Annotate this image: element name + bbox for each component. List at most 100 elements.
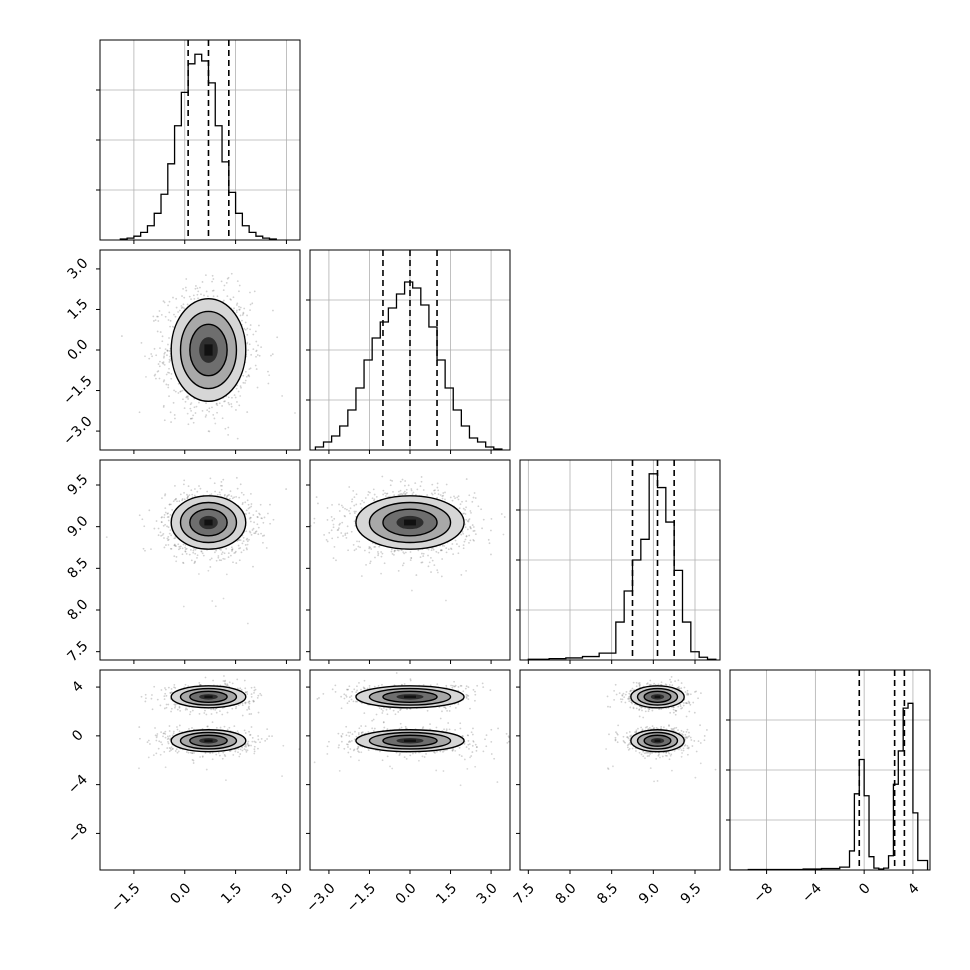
scatter-point <box>248 705 250 708</box>
y-tick-label: 8.5 <box>64 555 91 582</box>
scatter-point <box>672 706 675 709</box>
scatter-point <box>428 561 431 564</box>
scatter-point <box>672 706 675 708</box>
scatter-point <box>472 530 475 532</box>
scatter-point <box>253 745 256 748</box>
scatter-point <box>191 493 194 496</box>
scatter-point <box>177 382 180 385</box>
scatter-point <box>247 744 250 747</box>
scatter-point <box>625 732 628 734</box>
density-peak <box>204 344 213 356</box>
scatter-point <box>244 321 247 324</box>
scatter-point <box>271 735 273 738</box>
scatter-point <box>677 705 680 708</box>
scatter-point <box>342 506 344 509</box>
scatter-point <box>156 733 159 735</box>
scatter-point <box>220 553 223 556</box>
scatter-point <box>372 488 375 491</box>
scatter-point <box>220 481 223 483</box>
scatter-point <box>220 549 222 551</box>
scatter-point <box>215 403 218 405</box>
scatter-point <box>373 727 376 730</box>
scatter-point <box>215 711 218 714</box>
scatter-point <box>155 520 158 522</box>
scatter-point <box>352 749 355 752</box>
scatter-point <box>167 740 169 743</box>
scatter-point <box>248 700 251 703</box>
scatter-point <box>217 751 220 754</box>
scatter-point <box>252 699 255 702</box>
scatter-point <box>465 569 467 572</box>
scatter-point <box>678 732 681 734</box>
scatter-point <box>167 519 170 522</box>
scatter-point <box>471 744 474 747</box>
scatter-point <box>239 687 242 690</box>
scatter-point <box>672 708 675 711</box>
scatter-point <box>197 463 199 465</box>
scatter-point <box>239 539 242 542</box>
scatter-point <box>163 698 166 701</box>
scatter-point <box>160 741 162 744</box>
scatter-point <box>212 295 215 298</box>
scatter-point <box>430 549 433 552</box>
scatter-panel-0-1 <box>96 249 301 465</box>
scatter-point <box>358 540 361 543</box>
scatter-point <box>197 297 199 300</box>
scatter-point <box>614 739 617 742</box>
scatter-point <box>232 296 235 299</box>
scatter-point <box>236 384 239 387</box>
scatter-point <box>183 307 186 310</box>
scatter-point <box>685 702 687 704</box>
scatter-point <box>245 509 248 512</box>
scatter-point <box>444 707 447 710</box>
scatter-point <box>445 686 448 689</box>
histogram-step-3 <box>730 702 929 870</box>
scatter-point <box>343 693 346 696</box>
scatter-point <box>381 475 384 478</box>
contour-line <box>189 690 228 704</box>
scatter-point <box>628 700 631 703</box>
scatter-point <box>356 540 358 543</box>
scatter-point <box>500 513 503 515</box>
scatter-point <box>169 691 172 694</box>
scatter-point <box>634 731 636 734</box>
scatter-point <box>661 755 664 758</box>
scatter-point <box>253 740 256 743</box>
scatter-point <box>178 545 181 548</box>
scatter-point <box>214 490 217 493</box>
scatter-point <box>626 744 629 747</box>
contour-line <box>355 685 465 709</box>
contour-line <box>189 734 228 747</box>
scatter-point <box>454 685 456 688</box>
scatter-point <box>447 548 450 551</box>
scatter-point <box>443 706 445 708</box>
scatter-point <box>642 716 645 719</box>
scatter-point <box>399 752 401 755</box>
scatter-point <box>637 682 640 685</box>
scatter-point <box>262 541 264 544</box>
scatter-point <box>626 746 629 749</box>
scatter-point <box>158 365 161 368</box>
scatter-point <box>224 400 226 403</box>
scatter-point <box>340 504 343 507</box>
scatter-point <box>204 709 206 712</box>
scatter-point <box>186 412 189 415</box>
scatter-point <box>686 702 688 705</box>
scatter-point <box>145 697 147 700</box>
scatter-point <box>399 722 402 725</box>
scatter-point <box>186 493 188 496</box>
scatter-point <box>246 540 249 543</box>
scatter-point <box>699 742 702 744</box>
scatter-point <box>475 749 478 752</box>
scatter-point <box>678 688 681 690</box>
scatter-point <box>185 751 188 753</box>
scatter-point <box>313 521 316 524</box>
scatter-point <box>204 752 207 754</box>
scatter-point <box>163 301 166 304</box>
scatter-point <box>340 735 343 737</box>
scatter-point <box>404 484 406 487</box>
scatter-point <box>189 751 192 754</box>
scatter-point <box>480 508 483 511</box>
scatter-point <box>178 705 181 708</box>
scatter-panel-0-2 <box>96 459 301 664</box>
